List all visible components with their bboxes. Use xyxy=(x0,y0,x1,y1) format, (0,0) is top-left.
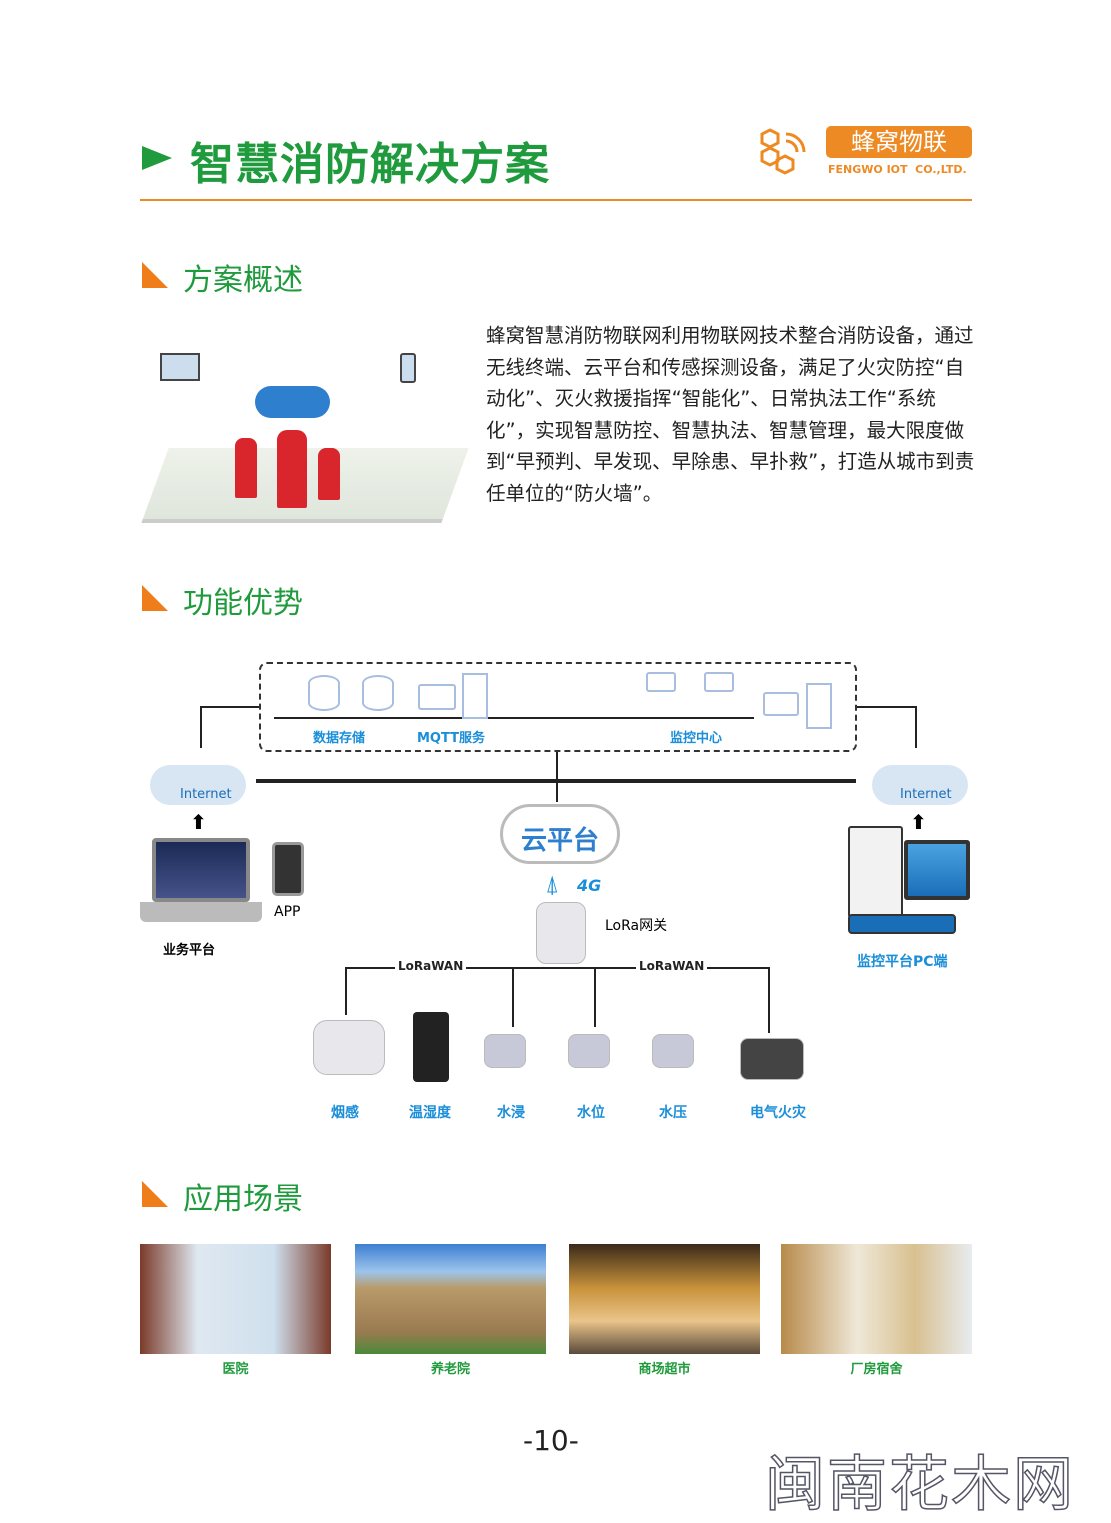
sensor-label: 水浸 xyxy=(497,1105,525,1121)
section-marker-icon xyxy=(142,1181,168,1207)
internet-label-left: Internet xyxy=(180,787,232,802)
database-icon xyxy=(362,675,394,711)
smoke-sensor xyxy=(313,1020,385,1075)
server-tower-icon xyxy=(462,673,488,719)
up-arrow-icon: ⬆ xyxy=(190,810,207,834)
sensor-label: 温湿度 xyxy=(409,1105,451,1121)
scene-label: 商场超市 xyxy=(638,1362,691,1377)
scene-mall-photo xyxy=(569,1244,760,1354)
overview-text: 蜂窝智慧消防物联网利用物联网技术整合消防设备，通过无线终端、云平台和传感探测设备… xyxy=(486,324,975,505)
antenna-icon: ⍋ xyxy=(545,870,560,898)
label-mqtt: MQTT服务 xyxy=(417,731,486,746)
temp-humidity-sensor xyxy=(413,1012,449,1082)
company-logo: 蜂窝物联 FENGWO IOT CO.,LTD. xyxy=(758,126,974,178)
sensor-label: 烟感 xyxy=(331,1105,359,1121)
page-title: 智慧消防解决方案 xyxy=(190,139,550,190)
play-arrow-icon xyxy=(142,146,172,170)
scene-label: 厂房宿舍 xyxy=(850,1362,903,1377)
gateway-label: LoRa网关 xyxy=(605,918,668,934)
scene-dorm-photo xyxy=(781,1244,972,1354)
4g-label: 4G xyxy=(577,876,602,895)
pc-platform-label: 监控平台PC端 xyxy=(857,954,948,970)
monitor-icon xyxy=(763,692,799,716)
header-divider xyxy=(140,199,972,201)
pc-tower-icon xyxy=(848,826,903,918)
cloud-platform xyxy=(500,804,620,864)
scene-nursing-home-photo xyxy=(355,1244,546,1354)
watermark: 闽南花木网 xyxy=(764,1449,1075,1521)
sensor-label: 水压 xyxy=(659,1105,687,1121)
section-title-scenes: 应用场景 xyxy=(183,1182,303,1217)
electrical-fire-sensor xyxy=(740,1038,804,1080)
laptop-icon xyxy=(152,838,250,902)
section-title-features: 功能优势 xyxy=(183,586,303,621)
logo-cn-badge: 蜂窝物联 xyxy=(826,126,972,158)
internet-label-right: Internet xyxy=(900,787,952,802)
server-cluster-box xyxy=(259,662,857,752)
water-leak-sensor xyxy=(484,1034,526,1068)
scene-label: 医院 xyxy=(222,1362,249,1377)
up-arrow-icon: ⬆ xyxy=(910,810,927,834)
pc-monitor-icon xyxy=(904,840,970,900)
server-tower-icon xyxy=(806,683,832,729)
logo-en: FENGWO IOT CO.,LTD. xyxy=(828,163,967,176)
label-monitor-center: 监控中心 xyxy=(670,731,723,746)
monitor-icon xyxy=(704,672,734,692)
section-title-overview: 方案概述 xyxy=(183,263,303,298)
scene-label: 养老院 xyxy=(430,1362,470,1377)
water-level-sensor xyxy=(568,1034,610,1068)
server-icon xyxy=(418,684,456,710)
section-marker-icon xyxy=(142,262,168,288)
monitor-icon xyxy=(646,672,676,692)
phone-icon xyxy=(272,842,304,896)
lora-gateway-device xyxy=(536,902,586,964)
cloud-platform-label: 云平台 xyxy=(521,826,600,856)
sensor-label: 水位 xyxy=(577,1105,605,1121)
internet-cloud-left xyxy=(150,765,246,805)
water-pressure-sensor xyxy=(652,1034,694,1068)
internet-cloud-right xyxy=(872,765,968,805)
section-marker-icon xyxy=(142,585,168,611)
app-label: APP xyxy=(274,904,301,920)
business-platform-label: 业务平台 xyxy=(163,943,216,958)
lorawan-logo: LoRaWAN xyxy=(636,959,708,973)
page-number: -10- xyxy=(523,1424,579,1457)
fire-hydrant-iot-illustration xyxy=(135,318,469,528)
honeycomb-logo-icon xyxy=(760,128,806,175)
scene-hospital-photo xyxy=(140,1244,331,1354)
sensor-label: 电气火灾 xyxy=(750,1105,806,1121)
label-data-storage: 数据存储 xyxy=(313,731,366,746)
lorawan-logo: LoRaWAN xyxy=(395,959,467,973)
keyboard-icon xyxy=(848,914,956,934)
database-icon xyxy=(308,675,340,711)
